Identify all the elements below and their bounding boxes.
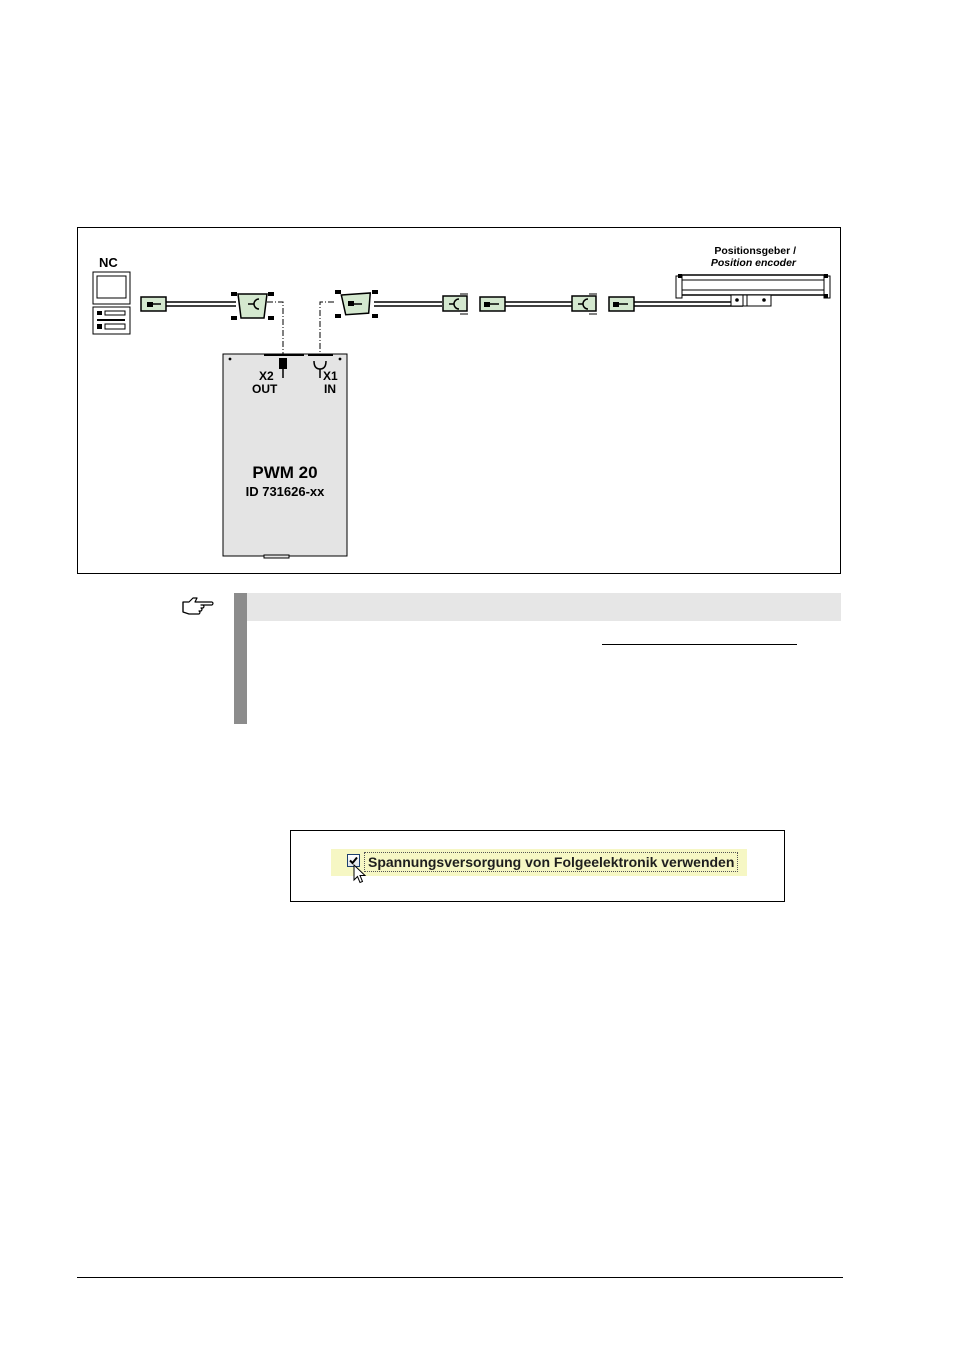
software-screenshot: Spannungsversorgung von Folgeelektronik … xyxy=(290,830,785,902)
mouse-pointer-icon xyxy=(353,864,367,884)
note-box xyxy=(234,593,841,724)
nc-plug xyxy=(140,296,167,312)
sub-d-connector-out xyxy=(231,292,274,320)
coupling-1 xyxy=(442,293,468,315)
pwm-20-device xyxy=(222,353,348,559)
x2-label: X2 xyxy=(259,369,274,383)
plug-2 xyxy=(479,296,506,312)
checkmark-icon xyxy=(349,856,358,865)
pointing-hand-icon xyxy=(182,597,214,615)
note-header xyxy=(247,593,841,621)
checkbox-row[interactable]: Spannungsversorgung von Folgeelektronik … xyxy=(331,849,747,884)
device-id: ID 731626-xx xyxy=(245,484,325,499)
wiring-diagram: NC Positionsgeber / Position encoder X2 … xyxy=(77,227,841,574)
nc-label: NC xyxy=(99,255,118,270)
note-side-bar xyxy=(234,593,247,724)
plug-3 xyxy=(608,296,635,312)
encoder-label: Positionsgeber / xyxy=(714,245,796,257)
power-supply-checkbox-label[interactable]: Spannungsversorgung von Folgeelektronik … xyxy=(364,852,739,872)
nc-controller-icon xyxy=(92,271,131,335)
x1-label: X1 xyxy=(323,369,338,383)
wiring-diagram-graphic xyxy=(92,271,831,559)
sub-d-connector-in xyxy=(335,290,378,318)
encoder-label-english: Position encoder xyxy=(710,257,796,269)
device-name: PWM 20 xyxy=(252,463,318,482)
x2-port xyxy=(279,358,287,369)
in-label: IN xyxy=(324,382,336,396)
out-label: OUT xyxy=(252,382,278,396)
note-underline xyxy=(602,644,797,645)
footer-rule xyxy=(77,1277,843,1278)
coupling-2 xyxy=(571,293,597,315)
linear-encoder-icon xyxy=(675,274,831,307)
